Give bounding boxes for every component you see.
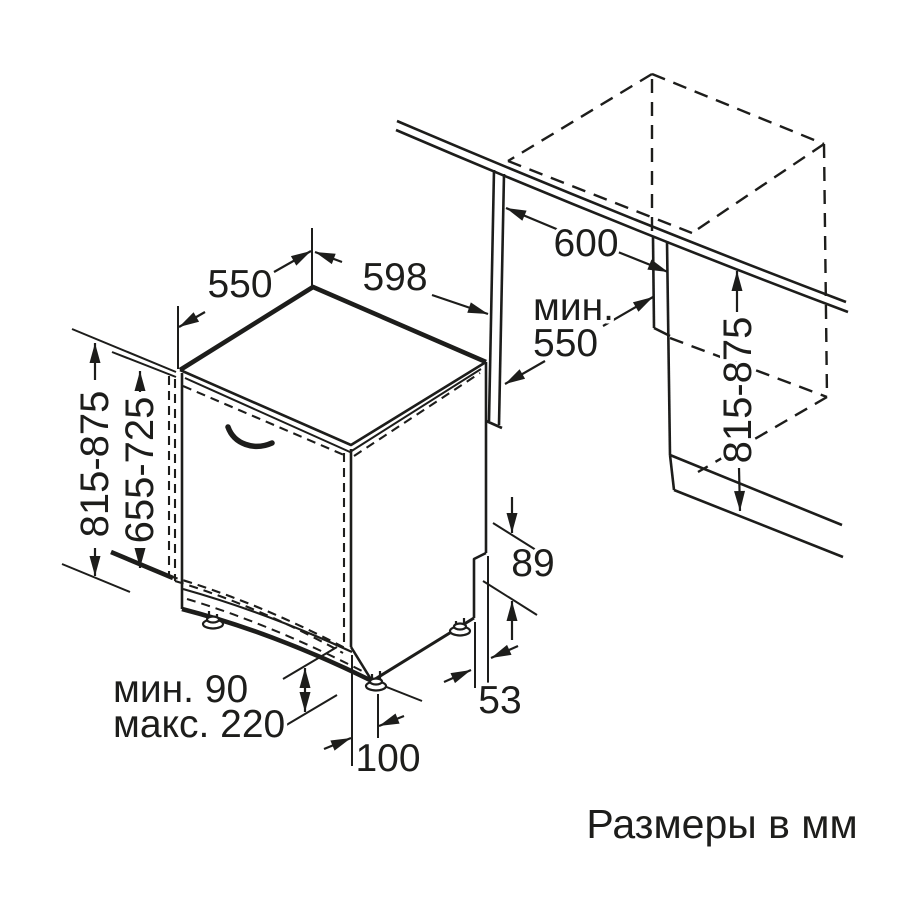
dim-front-width bbox=[314, 250, 489, 316]
niche-floor-edge bbox=[668, 454, 676, 491]
dim-top-depth bbox=[178, 250, 312, 328]
dimension-labels: 550 598 600 мин. 550 815-875 655-725 815… bbox=[70, 219, 764, 784]
foot-front-right bbox=[364, 671, 388, 692]
plinth-bottom bbox=[181, 606, 374, 684]
dim-foot-inset bbox=[323, 713, 405, 751]
dim-niche-min-width bbox=[504, 296, 654, 385]
label-appliance-height: 815-875 bbox=[73, 391, 117, 538]
door-panel-dashed bbox=[167, 372, 481, 654]
niche-floor-top bbox=[669, 453, 843, 527]
niche-right-wall-inner bbox=[651, 236, 656, 329]
label-plinth-max: макс. 220 bbox=[113, 703, 285, 746]
niche-cabinet bbox=[474, 169, 844, 559]
niche-right-wall-outer bbox=[665, 240, 672, 456]
label-front-width: 598 bbox=[362, 256, 427, 299]
plinth-top bbox=[182, 587, 353, 653]
adjustable-feet bbox=[201, 611, 472, 692]
dim-niche-height bbox=[731, 271, 746, 512]
extension-lines bbox=[61, 228, 538, 766]
label-niche-depth: 600 bbox=[553, 222, 618, 265]
label-step-depth: 53 bbox=[478, 679, 521, 722]
niche-dashed-outline bbox=[507, 72, 829, 474]
label-niche-height: 815-875 bbox=[716, 317, 760, 464]
door-handle bbox=[225, 424, 275, 450]
foot-rear-right bbox=[448, 618, 472, 637]
base-step bbox=[472, 551, 487, 618]
countertop bbox=[395, 119, 849, 314]
label-niche-min-value: 550 bbox=[533, 322, 598, 365]
label-door-panel-height: 655-725 bbox=[118, 397, 162, 544]
niche-floor-bottom bbox=[673, 488, 844, 559]
dishwasher-body bbox=[178, 284, 488, 702]
label-foot-inset: 100 bbox=[355, 737, 420, 780]
dim-step-depth bbox=[443, 644, 519, 684]
dishwasher-silhouette bbox=[180, 287, 486, 681]
top-front-edges bbox=[179, 360, 487, 447]
units-caption: Размеры в мм bbox=[586, 801, 857, 847]
niche-left-wall-inner bbox=[497, 173, 506, 426]
plinth-dashed bbox=[186, 598, 363, 672]
label-niche-min-word: мин. bbox=[533, 286, 614, 329]
niche-left-wall-outer bbox=[487, 169, 496, 422]
label-step-height: 89 bbox=[511, 542, 554, 585]
dimension-arrows bbox=[89, 206, 746, 751]
label-top-depth: 550 bbox=[207, 263, 272, 306]
foot-front-left bbox=[201, 611, 225, 630]
dim-niche-depth bbox=[505, 206, 669, 274]
label-plinth-min: мин. 90 bbox=[113, 668, 248, 711]
